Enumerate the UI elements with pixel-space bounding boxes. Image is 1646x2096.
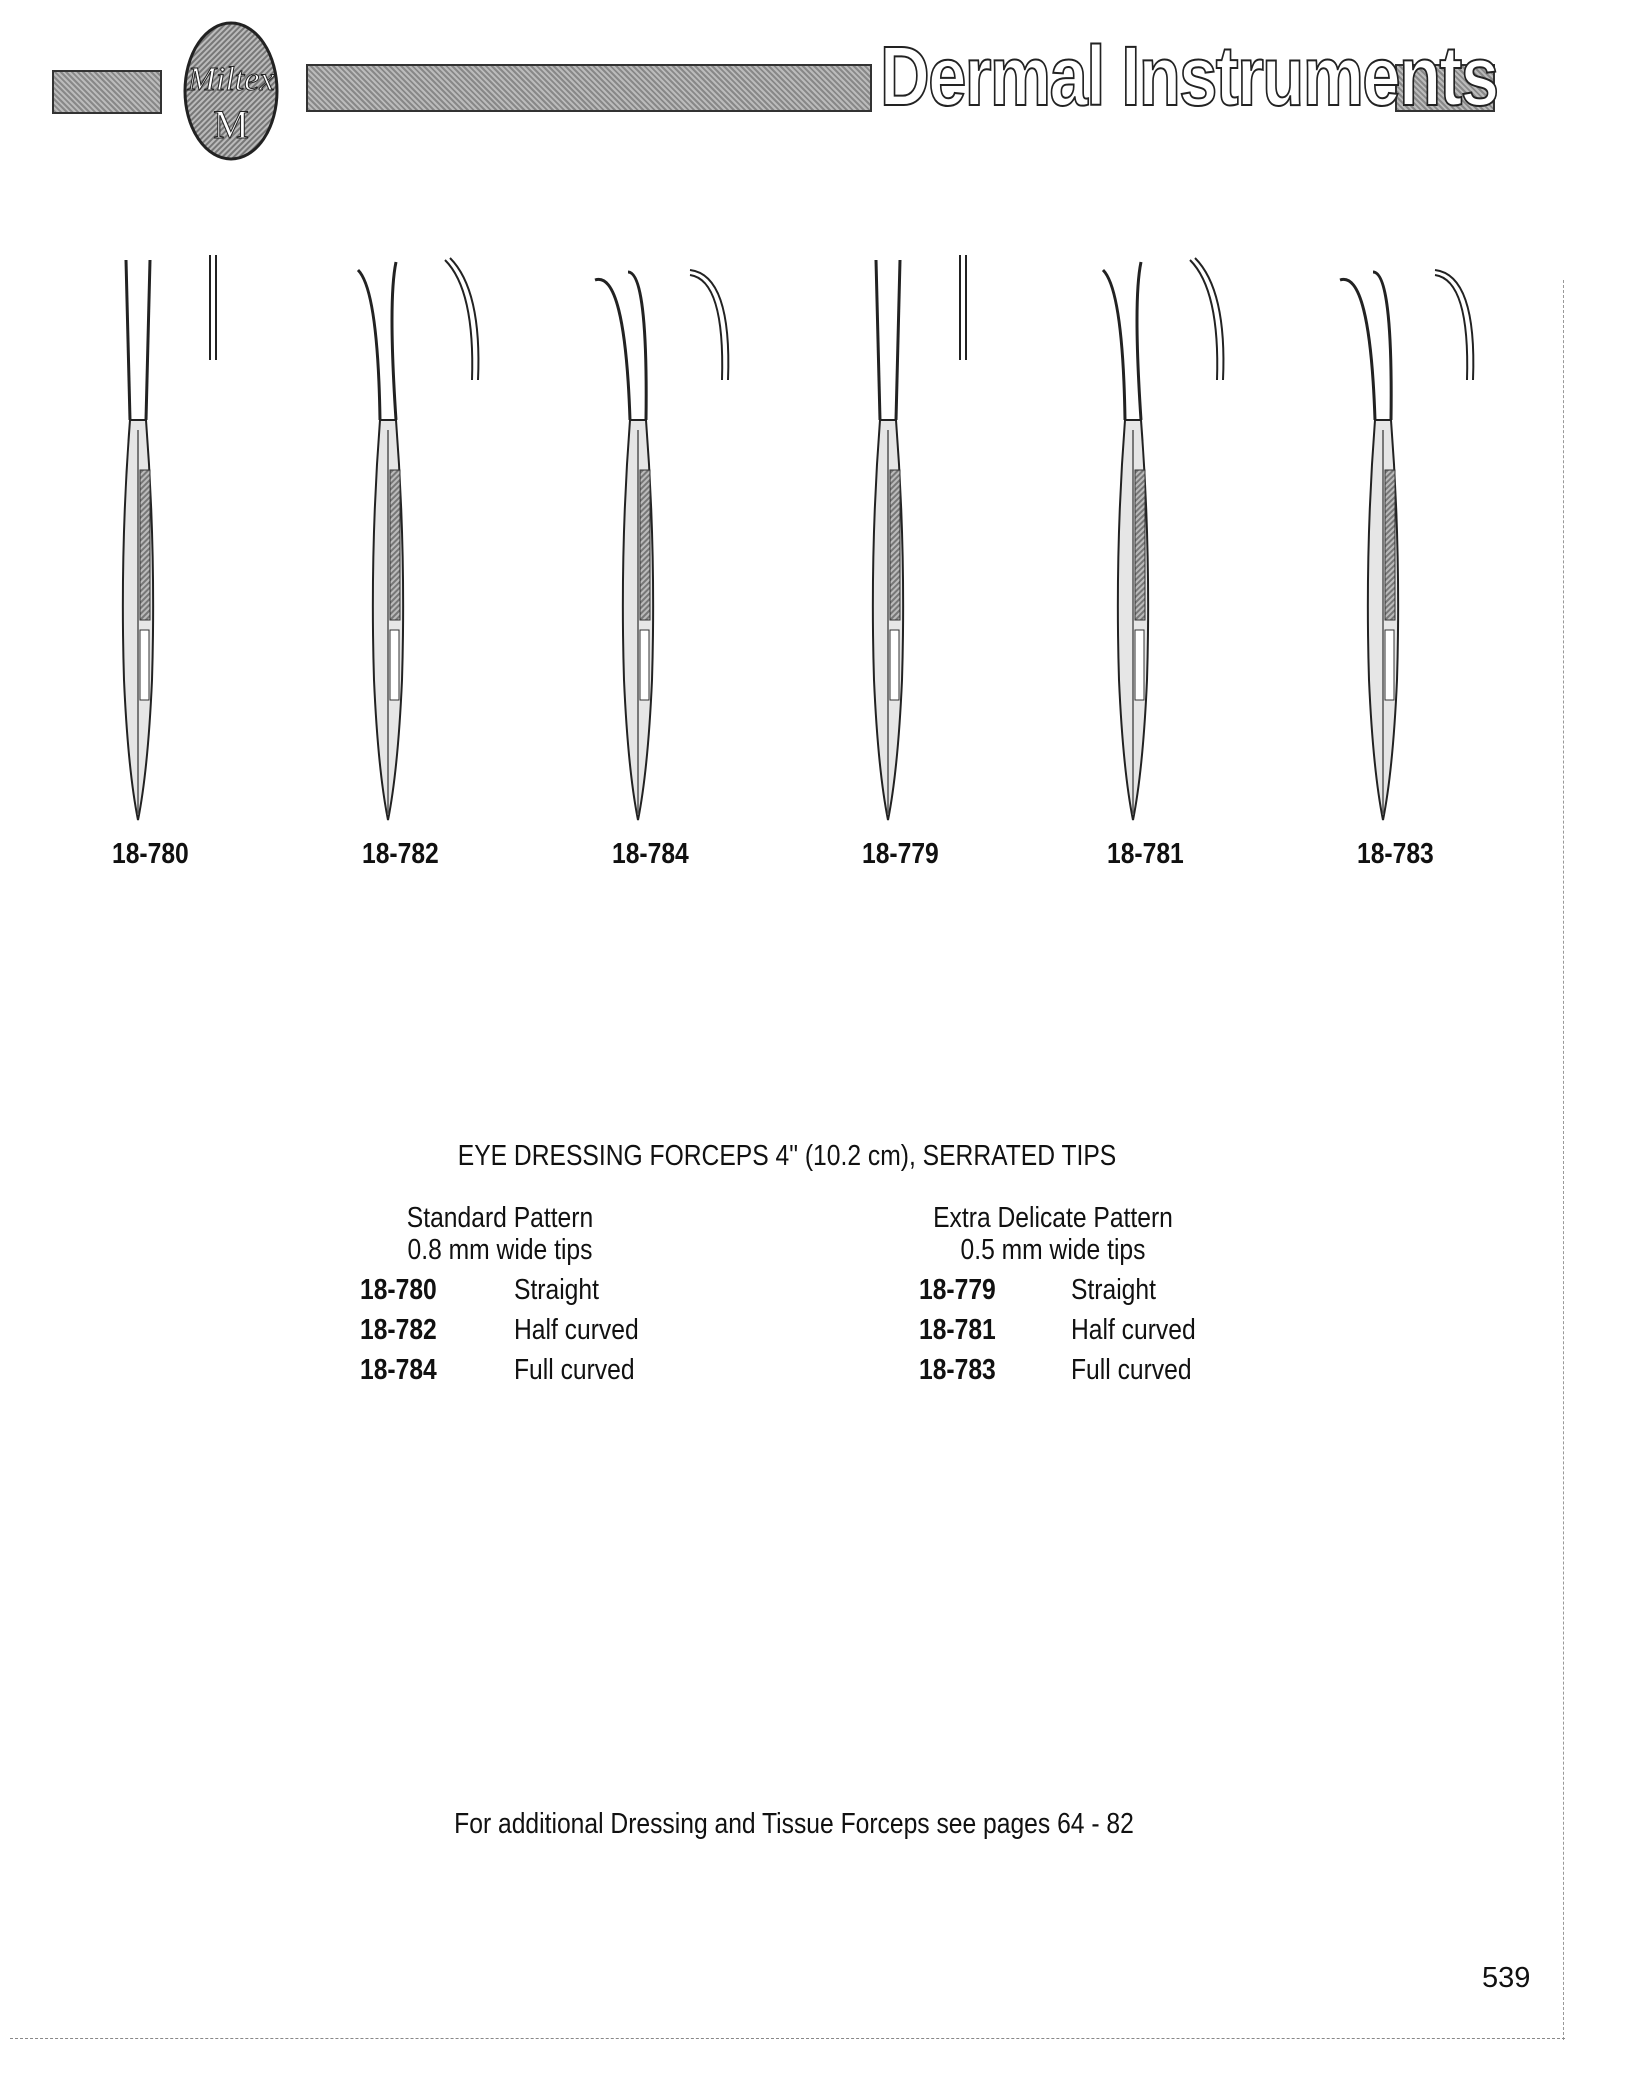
- item-desc: Straight: [1071, 1274, 1156, 1306]
- page-number: 539: [1482, 1962, 1531, 1994]
- item-code: 18-783: [919, 1354, 996, 1386]
- forceps-full-curved-illustration: [594, 269, 730, 821]
- svg-text:M: M: [213, 102, 249, 147]
- item-code: 18-782: [360, 1314, 437, 1346]
- item-desc: Full curved: [514, 1354, 635, 1386]
- header-bar-right: [1395, 64, 1495, 112]
- instrument-code-label: 18-779: [862, 838, 939, 870]
- group-name-delicate: Extra Delicate Pattern: [933, 1202, 1173, 1234]
- product-heading: EYE DRESSING FORCEPS 4" (10.2 cm), SERRA…: [457, 1140, 1117, 1172]
- instrument-code-label: 18-782: [362, 838, 439, 870]
- item-desc: Full curved: [1071, 1354, 1192, 1386]
- forceps-full-curved-illustration: [1339, 269, 1475, 821]
- miltex-logo: Miltex M: [183, 21, 279, 161]
- forceps-half-curved-illustration: [1101, 257, 1225, 821]
- item-code: 18-781: [919, 1314, 996, 1346]
- item-code: 18-784: [360, 1354, 437, 1386]
- bottom-edge-line: [10, 2038, 1565, 2039]
- group-tips-standard: 0.8 mm wide tips: [407, 1234, 593, 1266]
- item-desc: Half curved: [1071, 1314, 1196, 1346]
- group-name-standard: Standard Pattern: [406, 1202, 594, 1234]
- svg-text:Miltex: Miltex: [187, 61, 275, 98]
- header-bar-middle: [306, 64, 872, 112]
- header-bar-left: [52, 70, 162, 114]
- item-desc: Straight: [514, 1274, 599, 1306]
- right-edge-line: [1563, 280, 1564, 2040]
- instrument-code-label: 18-783: [1357, 838, 1434, 870]
- forceps-straight-illustration: [121, 255, 217, 821]
- page-title: Dermal Instruments: [879, 28, 1500, 124]
- instrument-code-label: 18-780: [112, 838, 189, 870]
- instrument-code-label: 18-784: [612, 838, 689, 870]
- item-code: 18-780: [360, 1274, 437, 1306]
- forceps-straight-illustration: [871, 255, 967, 821]
- group-tips-delicate: 0.5 mm wide tips: [960, 1234, 1146, 1266]
- forceps-half-curved-illustration: [356, 257, 480, 821]
- footer-note: For additional Dressing and Tissue Force…: [454, 1808, 1134, 1840]
- item-desc: Half curved: [514, 1314, 639, 1346]
- instrument-code-label: 18-781: [1107, 838, 1184, 870]
- item-code: 18-779: [919, 1274, 996, 1306]
